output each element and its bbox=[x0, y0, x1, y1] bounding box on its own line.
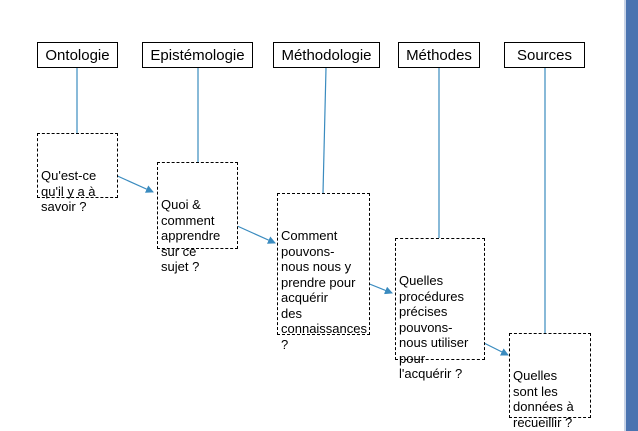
header-methodes: Méthodes bbox=[398, 42, 480, 68]
connector-line-methodologie bbox=[322, 67, 327, 194]
question-box-methodologie: Comment pouvons- nous nous y prendre pou… bbox=[277, 193, 370, 352]
header-epistemologie: Epistémologie bbox=[142, 42, 253, 68]
question-box-epistemologie: Quoi & comment apprendre sur ce sujet ? bbox=[157, 162, 238, 274]
slide-edge-accent bbox=[626, 0, 638, 431]
header-methodologie-label: Méthodologie bbox=[281, 46, 372, 64]
question-text-sources: Quelles sont les données à recueillir ? bbox=[513, 368, 574, 430]
header-sources: Sources bbox=[504, 42, 585, 68]
header-ontologie: Ontologie bbox=[37, 42, 118, 68]
question-box-sources: Quelles sont les données à recueillir ? bbox=[509, 333, 591, 430]
header-methodes-label: Méthodes bbox=[406, 46, 472, 64]
header-epistemologie-label: Epistémologie bbox=[150, 46, 245, 64]
header-sources-label: Sources bbox=[516, 46, 573, 64]
slide-edge-highlight bbox=[624, 0, 626, 431]
question-text-methodologie: Comment pouvons- nous nous y prendre pou… bbox=[281, 228, 367, 352]
question-text-ontologie: Qu'est-ce qu'il y a à savoir ? bbox=[41, 168, 97, 214]
arrow-ontologie-to-epistemologie bbox=[112, 173, 154, 193]
header-methodologie: Méthodologie bbox=[273, 42, 380, 68]
header-ontologie-label: Ontologie bbox=[45, 46, 110, 64]
question-box-ontologie: Qu'est-ce qu'il y a à savoir ? bbox=[37, 133, 118, 214]
question-text-methodes: Quelles procédures précises pouvons- nou… bbox=[399, 273, 469, 381]
question-box-methodes: Quelles procédures précises pouvons- nou… bbox=[395, 238, 485, 381]
question-text-epistemologie: Quoi & comment apprendre sur ce sujet ? bbox=[161, 197, 221, 274]
arrow-epistemologie-to-methodologie bbox=[234, 224, 276, 244]
